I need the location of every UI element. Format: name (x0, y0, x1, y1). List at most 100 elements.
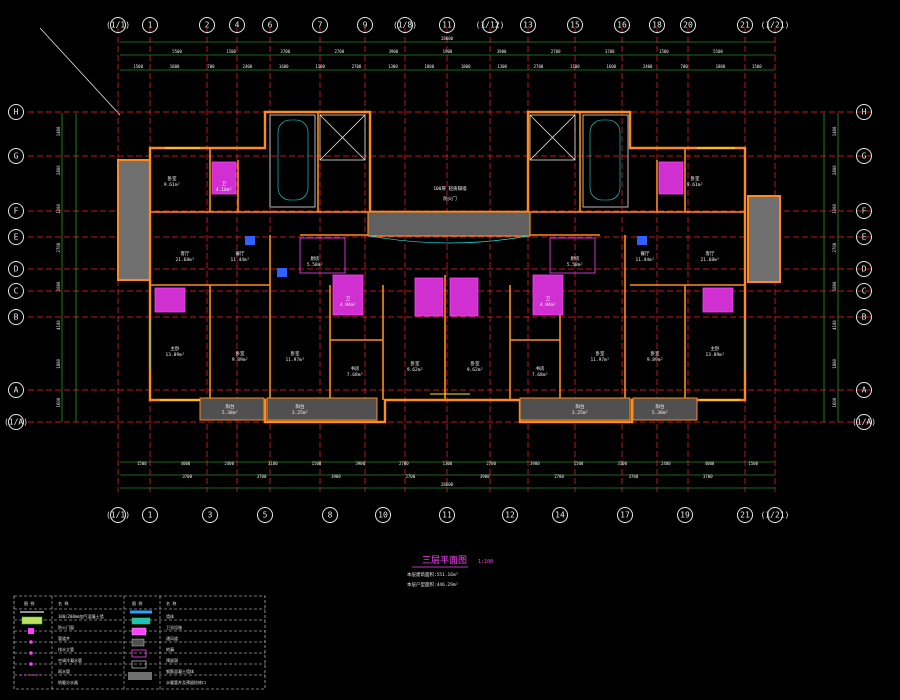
room-area: 13.89m² (166, 352, 185, 358)
dim-top-row2: 1800 (424, 64, 434, 69)
dim-bottom-row1: 2700 (399, 461, 409, 466)
axis-bubble-bottom: 12 (502, 507, 518, 523)
legend-item-name: 空调冷凝水管 (58, 657, 82, 663)
svg-text:11: 11 (442, 511, 452, 520)
room-name: 卧室 (236, 350, 245, 357)
room-name: 卧室 (411, 360, 420, 367)
dim-bottom-row1: 2400 (224, 461, 234, 466)
room-name: 厨房 (311, 255, 320, 262)
legend-header: 名 称 (166, 600, 176, 606)
svg-text:19: 19 (680, 511, 690, 520)
axis-bubble-left: A (8, 382, 24, 398)
axis-bubble-top: 9 (357, 17, 373, 33)
svg-text:(1/A): (1/A) (852, 418, 876, 427)
room-area: 5.58m² (567, 262, 583, 268)
axis-bubble-right: (1/A) (852, 414, 876, 430)
room-area: 4.94m² (340, 302, 356, 308)
dim-bottom-row1: 2700 (486, 461, 496, 466)
dim-bottom-row1: 3900 (530, 461, 540, 466)
dim-top-total: 28600 (441, 36, 454, 41)
room-name: 书房 (536, 365, 545, 372)
dim-bottom-row1: 2400 (661, 461, 671, 466)
drawing-scale: 1:100 (478, 559, 493, 565)
dim-left: 1600 (56, 397, 61, 407)
dim-top-row2: 1100 (315, 64, 325, 69)
legend-item-name: 墙体 (166, 613, 174, 619)
svg-text:12: 12 (505, 511, 515, 520)
room-name: 卧室 (651, 350, 660, 357)
dim-top-row1: 1500 (659, 49, 669, 54)
svg-text:4: 4 (235, 21, 240, 30)
axis-bubble-top: 11 (439, 17, 455, 33)
room-name: 卫 (346, 296, 351, 302)
dim-bottom-row2: 3900 (480, 474, 490, 479)
svg-text:G: G (14, 152, 19, 161)
legend-item-name: 排水立管 (58, 646, 74, 652)
svg-text:9: 9 (363, 21, 368, 30)
dim-top-row2: 1600 (606, 64, 616, 69)
dim-bottom-row2: 3700 (257, 474, 267, 479)
dim-top-row2: 1500 (752, 64, 762, 69)
dim-top-row2: 1300 (388, 64, 398, 69)
room-name: 卧室 (471, 360, 480, 367)
svg-text:1: 1 (148, 511, 153, 520)
svg-text:D: D (862, 265, 867, 274)
svg-text:14: 14 (555, 511, 565, 520)
room-name: 客厅 (706, 250, 715, 257)
svg-text:H: H (14, 108, 19, 117)
axis-bubble-top: 7 (312, 17, 328, 33)
room-name: 餐厅 (641, 250, 650, 257)
svg-text:21: 21 (740, 511, 750, 520)
svg-text:D: D (14, 265, 19, 274)
legend-item-name: 雨水管 (58, 668, 70, 674)
dim-left: 1200 (56, 203, 61, 213)
dim-bottom-row2: 3700 (629, 474, 639, 479)
room-area: 5.58m² (307, 262, 323, 268)
axis-bubble-bottom: 8 (322, 507, 338, 523)
dim-top-row2: 1800 (716, 64, 726, 69)
legend-header: 图 例 (132, 600, 142, 606)
svg-text:20: 20 (683, 21, 693, 30)
dim-bottom-row2: 2700 (405, 474, 415, 479)
svg-text:8: 8 (328, 511, 333, 520)
dim-right: 1600 (832, 397, 837, 407)
room-name: 卧室 (168, 175, 177, 182)
room-area: 9.89m² (232, 357, 248, 363)
svg-text:13: 13 (523, 21, 533, 30)
axis-bubble-bottom: 3 (202, 507, 218, 523)
legend-table: 图 例名 称图 例名 称100/200mm加气混凝土墙墙体防火门窗卫浴设施管道井… (13, 595, 266, 690)
svg-text:(1/A): (1/A) (4, 418, 28, 427)
room-name: 厨房 (571, 255, 580, 262)
dim-bottom-row1: 3100 (617, 461, 627, 466)
legend-item-name: 水暖管井及预留检修口 (166, 679, 206, 685)
legend-item-name: 地暖分水器 (58, 679, 78, 685)
svg-text:(1/1): (1/1) (106, 21, 130, 30)
svg-text:1: 1 (148, 21, 153, 30)
axis-bubble-top: 1 (142, 17, 158, 33)
legend-item-name: 通风道 (166, 635, 178, 641)
dim-left: 1800 (56, 358, 61, 368)
dim-top-row2: 2700 (534, 64, 544, 69)
room-area: 11.97m² (591, 357, 610, 363)
leader-line (39, 27, 121, 116)
room-area: 9.62m² (407, 367, 423, 373)
room-area: 4.10m² (216, 187, 232, 193)
legend-item-name: 防火门窗 (58, 624, 74, 630)
corridor-note-2: 防火门 (443, 195, 457, 202)
axis-bubble-top: 2 (199, 17, 215, 33)
room-name: 阳台 (656, 403, 665, 410)
building (117, 110, 781, 424)
room-area: 9.61m² (687, 182, 703, 188)
dim-top-row2: 1100 (570, 64, 580, 69)
axis-bubble-top: (1/1) (106, 17, 130, 33)
dim-bottom-row2: 3700 (703, 474, 713, 479)
axis-bubble-right: F (856, 203, 872, 219)
room-area: 11.44m² (231, 257, 250, 263)
svg-text:10: 10 (378, 511, 388, 520)
dim-top-row1: 3900 (389, 49, 399, 54)
axis-bubble-right: A (856, 382, 872, 398)
dim-bottom-row1: 3100 (268, 461, 278, 466)
room-area: 7.68m² (347, 372, 363, 378)
room-area: 3.25m² (572, 410, 588, 416)
